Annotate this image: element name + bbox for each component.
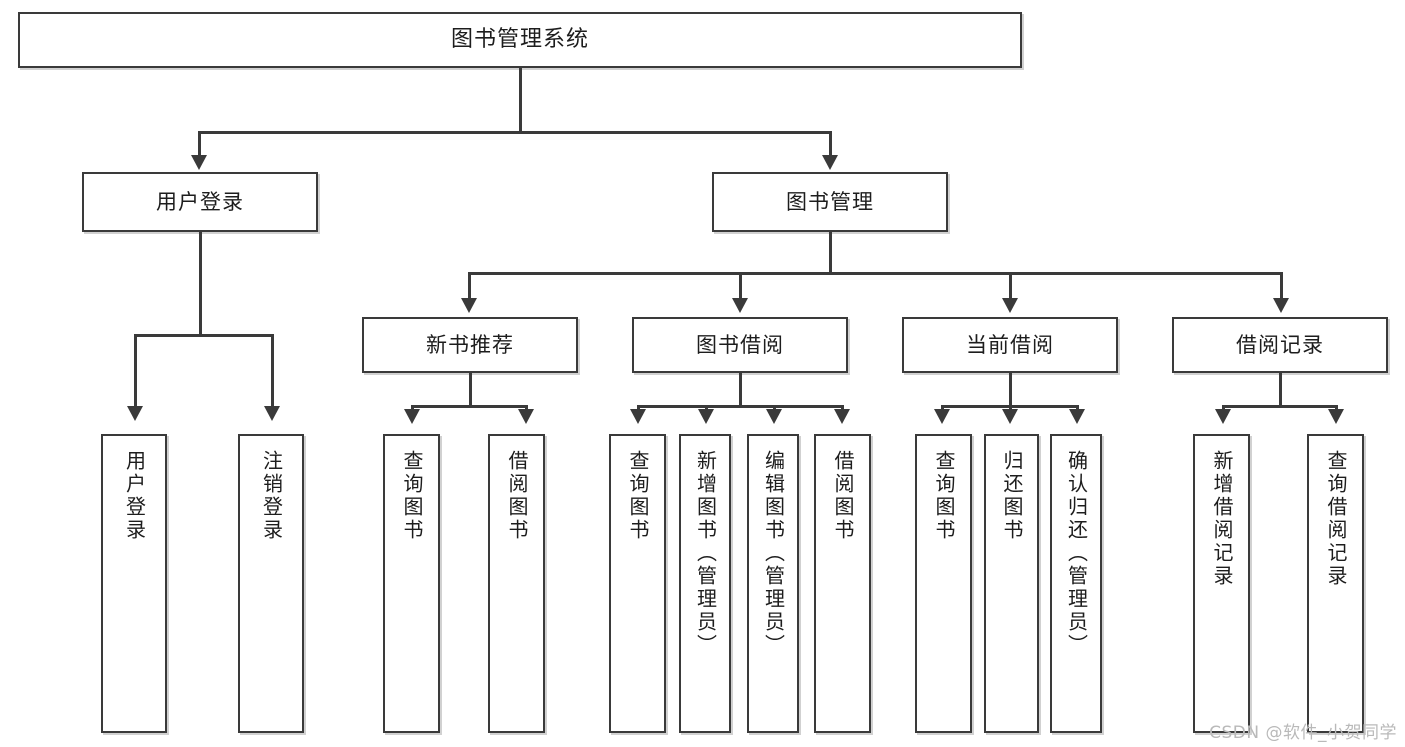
- arrow-to-bb-add-book: [698, 409, 714, 424]
- arrow-to-book-manage: [822, 155, 838, 170]
- node-current-borrow[interactable]: 当前借阅: [902, 317, 1118, 373]
- node-label: 确认归还（管理员）: [1064, 450, 1089, 657]
- connector-new-book-rec-stem: [469, 373, 472, 407]
- arrow-to-new-book-rec: [461, 298, 477, 313]
- node-label: 图书管理: [786, 189, 874, 214]
- node-label: 查询图书: [932, 450, 956, 542]
- node-label: 用户登录: [122, 450, 147, 542]
- connector-user-login-stem: [199, 232, 202, 335]
- node-label: 新增图书（管理员）: [693, 450, 718, 657]
- arrow-to-book-borrow: [732, 298, 748, 313]
- arrow-to-borrow-record: [1273, 298, 1289, 313]
- node-bb-query-book[interactable]: 查询图书: [609, 434, 666, 733]
- node-new-book-rec[interactable]: 新书推荐: [362, 317, 578, 373]
- connector-borrow-record-stem: [1279, 373, 1282, 407]
- connector-to-book-borrow: [739, 272, 742, 300]
- connector-root-to-user-login: [198, 131, 201, 157]
- node-cb-confirm-return[interactable]: 确认归还（管理员）: [1050, 434, 1102, 733]
- connector-to-bb-query-book: [637, 405, 640, 411]
- connector-to-current-borrow: [1009, 272, 1012, 300]
- node-cb-return-book[interactable]: 归还图书: [984, 434, 1039, 733]
- node-label: 图书管理系统: [450, 27, 589, 53]
- arrow-to-bb-borrow-book: [834, 409, 850, 424]
- connector-to-bb-edit-book: [773, 405, 776, 411]
- connector-to-user-login-do: [134, 334, 137, 408]
- arrow-to-user-login-do: [127, 406, 143, 421]
- node-label: 编辑图书（管理员）: [761, 450, 786, 657]
- arrow-to-user-login: [191, 155, 207, 170]
- watermark-text: CSDN @软件_小贺同学: [1209, 723, 1397, 743]
- arrow-to-nbr-borrow-book: [518, 409, 534, 424]
- connector-to-borrow-record: [1280, 272, 1283, 300]
- node-cb-query-book[interactable]: 查询图书: [915, 434, 972, 733]
- node-label: 归还图书: [1000, 450, 1024, 542]
- node-user-login-do[interactable]: 用户登录: [101, 434, 167, 733]
- node-book-borrow[interactable]: 图书借阅: [632, 317, 848, 373]
- node-label: 查询图书: [626, 450, 650, 542]
- node-label: 用户登录: [156, 189, 244, 214]
- node-label: 借阅图书: [505, 450, 529, 542]
- node-nbr-borrow-book[interactable]: 借阅图书: [488, 434, 545, 733]
- connector-root-bar: [198, 131, 832, 134]
- connector-current-borrow-stem: [1009, 373, 1012, 407]
- connector-root-to-book-manage: [829, 131, 832, 157]
- connector-user-login-bar: [134, 334, 273, 337]
- arrow-to-cb-confirm-return: [1069, 409, 1085, 424]
- connector-to-cb-query-book: [941, 405, 944, 411]
- node-bb-add-book[interactable]: 新增图书（管理员）: [679, 434, 731, 733]
- connector-book-borrow-stem: [739, 373, 742, 407]
- connector-book-manage-bar: [468, 272, 1282, 275]
- connector-new-book-rec-bar: [411, 405, 527, 408]
- node-user-login[interactable]: 用户登录: [82, 172, 318, 232]
- node-label: 当前借阅: [966, 332, 1054, 357]
- arrow-to-cb-query-book: [934, 409, 950, 424]
- connector-to-br-add-record: [1222, 405, 1225, 411]
- connector-book-manage-stem: [829, 232, 832, 274]
- arrow-to-nbr-query-book: [404, 409, 420, 424]
- node-label: 新书推荐: [426, 332, 514, 357]
- node-label: 查询图书: [400, 450, 424, 542]
- arrow-to-br-add-record: [1215, 409, 1231, 424]
- arrow-to-current-borrow: [1002, 298, 1018, 313]
- arrow-to-br-query-record: [1328, 409, 1344, 424]
- connector-to-nbr-borrow-book: [525, 405, 528, 411]
- connector-book-borrow-bar: [637, 405, 843, 408]
- node-bb-edit-book[interactable]: 编辑图书（管理员）: [747, 434, 799, 733]
- node-label: 借阅图书: [831, 450, 855, 542]
- connector-to-br-query-record: [1335, 405, 1338, 411]
- arrow-to-cb-return-book: [1002, 409, 1018, 424]
- node-br-query-record[interactable]: 查询借阅记录: [1307, 434, 1364, 733]
- node-label: 新增借阅记录: [1210, 450, 1234, 588]
- node-label: 查询借阅记录: [1324, 450, 1348, 588]
- node-label: 图书借阅: [696, 332, 784, 357]
- node-root-system[interactable]: 图书管理系统: [18, 12, 1022, 68]
- node-label: 借阅记录: [1236, 332, 1324, 357]
- connector-to-bb-borrow-book: [841, 405, 844, 411]
- node-br-add-record[interactable]: 新增借阅记录: [1193, 434, 1250, 733]
- connector-to-new-book-rec: [468, 272, 471, 300]
- node-user-logout[interactable]: 注销登录: [238, 434, 304, 733]
- node-bb-borrow-book[interactable]: 借阅图书: [814, 434, 871, 733]
- node-label: 注销登录: [259, 450, 284, 542]
- node-book-manage[interactable]: 图书管理: [712, 172, 948, 232]
- arrow-to-user-logout: [264, 406, 280, 421]
- connector-to-nbr-query-book: [411, 405, 414, 411]
- node-nbr-query-book[interactable]: 查询图书: [383, 434, 440, 733]
- connector-root-stem: [519, 68, 522, 132]
- connector-borrow-record-bar: [1222, 405, 1337, 408]
- node-borrow-record[interactable]: 借阅记录: [1172, 317, 1388, 373]
- connector-to-cb-return-book: [1009, 405, 1012, 411]
- arrow-to-bb-query-book: [630, 409, 646, 424]
- arrow-to-bb-edit-book: [766, 409, 782, 424]
- connector-to-user-logout: [271, 334, 274, 408]
- connector-to-bb-add-book: [705, 405, 708, 411]
- connector-to-cb-confirm-return: [1076, 405, 1079, 411]
